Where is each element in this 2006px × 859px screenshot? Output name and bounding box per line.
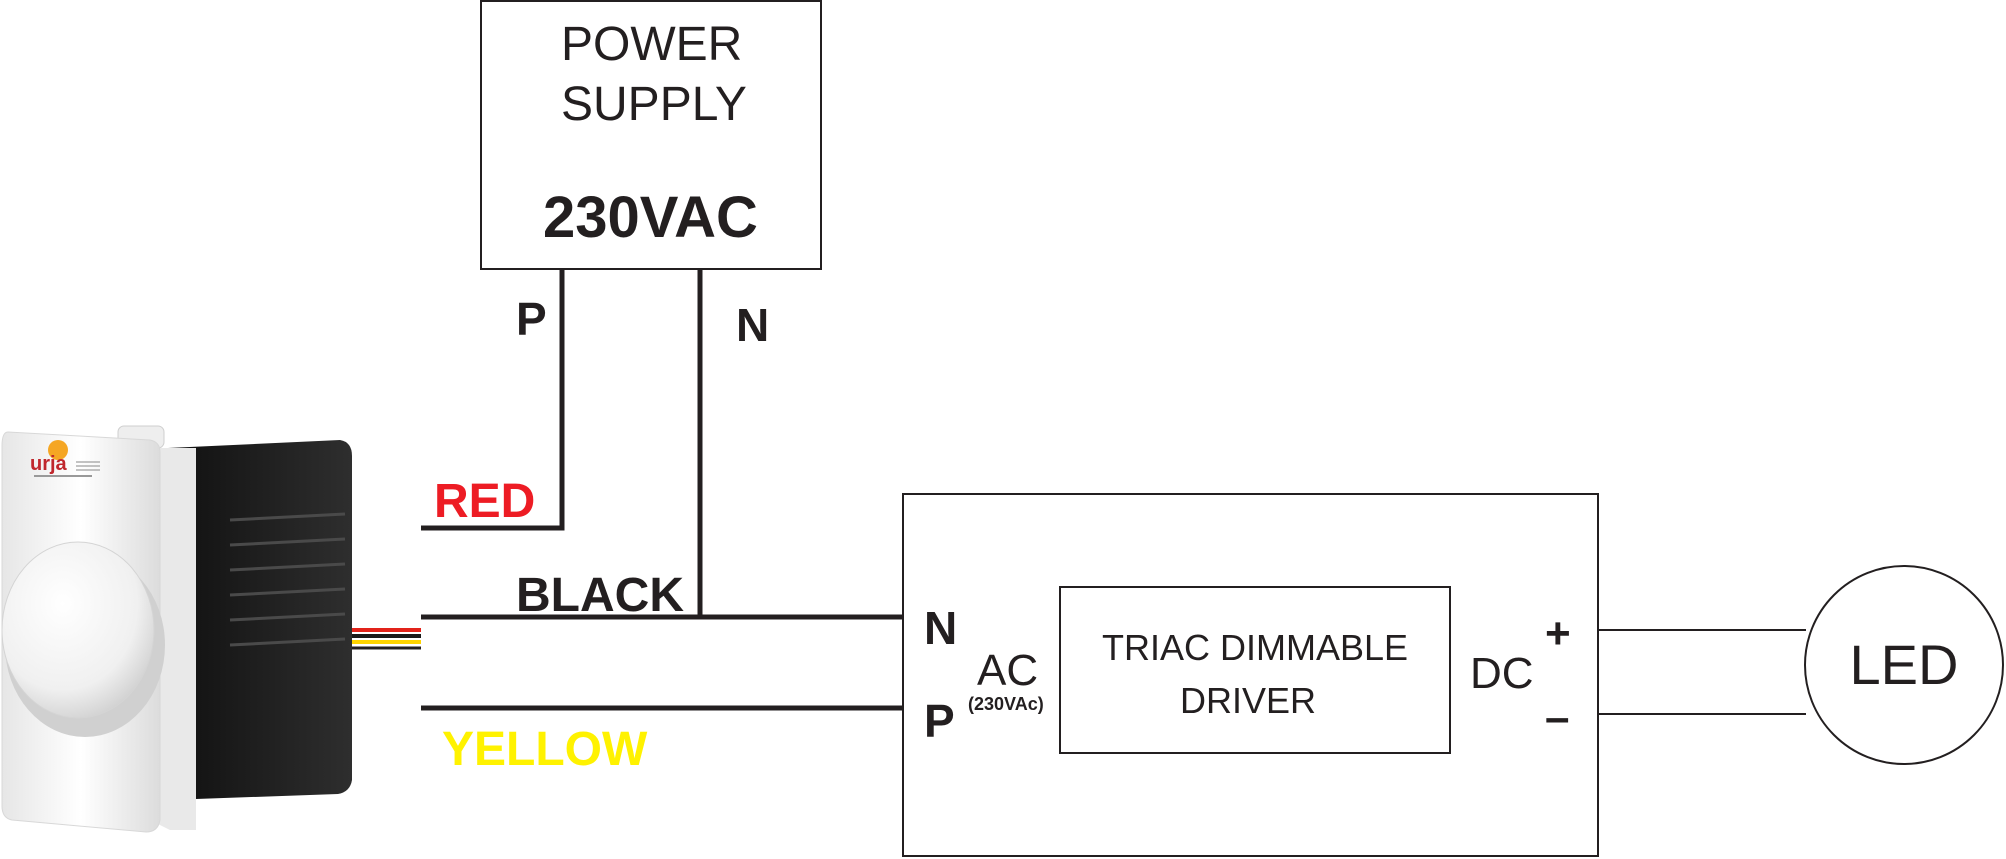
driver-input-n-label: N: [924, 602, 957, 654]
dimmer-lead-wires: [340, 628, 421, 650]
terminal-n-label: N: [736, 299, 769, 351]
driver-input-p-label: P: [924, 695, 955, 747]
driver-dc-label: DC: [1470, 649, 1534, 698]
yellow-wire-label: YELLOW: [442, 723, 648, 776]
driver-ac-rating: (230VAc): [968, 694, 1044, 714]
driver-minus-label: –: [1545, 693, 1569, 742]
led-label: LED: [1850, 633, 1959, 696]
power-supply-voltage: 230VAC: [543, 185, 758, 250]
red-wire-label: RED: [434, 475, 535, 528]
dimmer-knob: [1, 541, 155, 719]
led-circle: [1804, 565, 2004, 765]
wires: [421, 270, 1806, 715]
power-supply-box: [480, 0, 822, 270]
driver-ac-label: AC: [977, 646, 1038, 695]
driver: N P AC (230VAc) TRIAC DIMMABLE DRIVER DC…: [902, 493, 1599, 857]
dimmer-module: urja: [1, 425, 421, 833]
red-wire: [421, 270, 565, 531]
power-supply: POWER SUPPLY 230VAC: [480, 0, 822, 270]
power-supply-title-line2: SUPPLY: [561, 78, 747, 131]
driver-plus-label: +: [1545, 609, 1571, 658]
driver-inner-label-line2: DRIVER: [1180, 680, 1316, 721]
power-supply-title-line1: POWER: [561, 18, 742, 71]
led: LED: [1804, 565, 2004, 765]
driver-inner-box: [1059, 586, 1451, 754]
heatsink-fins: [229, 512, 346, 647]
svg-text:urja: urja: [30, 453, 68, 475]
dimmer-heatsink: [168, 440, 352, 800]
black-wire-label: BLACK: [516, 569, 684, 622]
terminal-p-label: P: [516, 293, 547, 345]
driver-inner-label-line1: TRIAC DIMMABLE: [1102, 627, 1408, 668]
dimmer-side-plate: [150, 448, 196, 830]
dimmer-brand-logo: urja: [30, 440, 100, 477]
driver-outer-box: [902, 493, 1599, 857]
